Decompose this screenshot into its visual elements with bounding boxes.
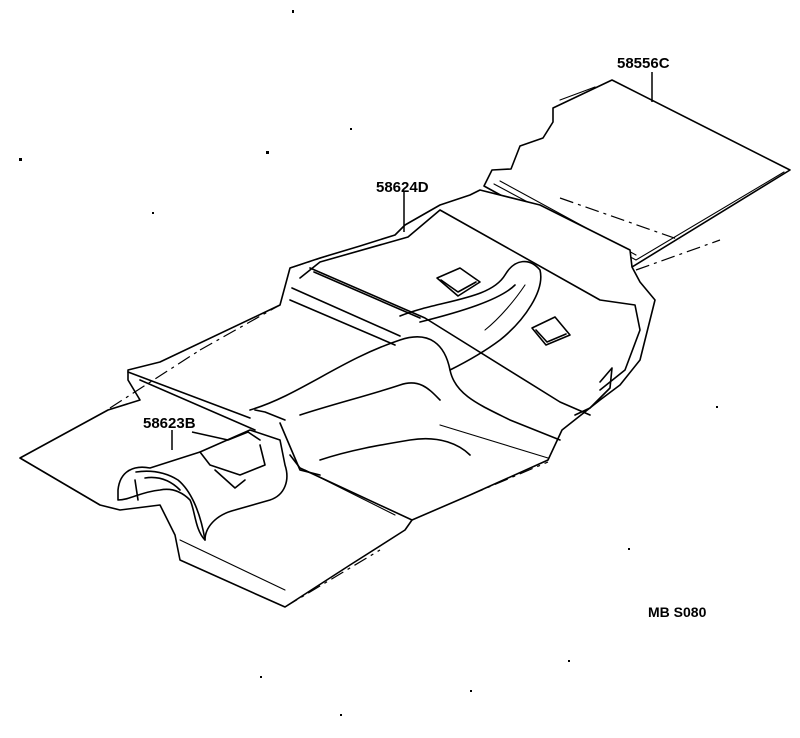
floor-carpet xyxy=(19,189,721,608)
callout-58624D: 58624D xyxy=(376,179,429,196)
accelerator-pad-right xyxy=(531,316,571,346)
figure-code: MB S080 xyxy=(648,604,707,620)
scan-specks xyxy=(19,10,718,716)
callout-58556C: 58556C xyxy=(617,55,670,72)
leader-line-58623B xyxy=(171,430,229,450)
tunnel-cover xyxy=(117,429,288,541)
callout-58623B: 58623B xyxy=(143,415,196,432)
accelerator-pad-left xyxy=(436,267,481,297)
